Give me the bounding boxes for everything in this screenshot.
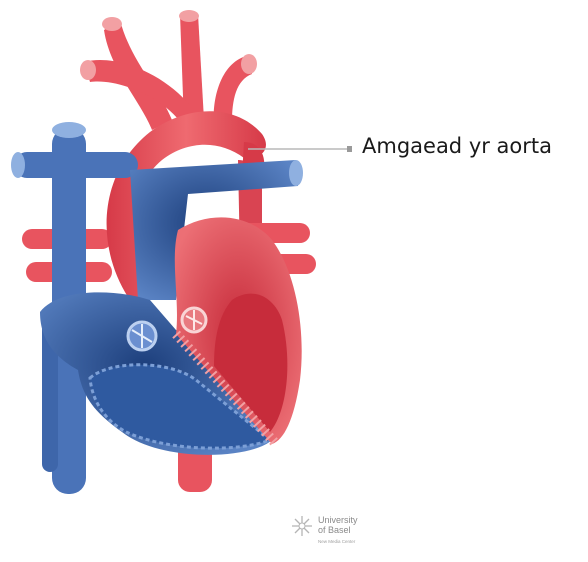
university-logo: University of Basel New Media Center xyxy=(290,512,400,552)
logo-line-university: University xyxy=(318,515,358,525)
logo-line-basel: of Basel xyxy=(318,525,351,535)
aortic-branches xyxy=(80,10,257,130)
logo-star-icon xyxy=(290,514,314,538)
logo-line-center: New Media Center xyxy=(318,539,355,544)
coarctation-label: Amgaead yr aorta xyxy=(362,134,552,158)
